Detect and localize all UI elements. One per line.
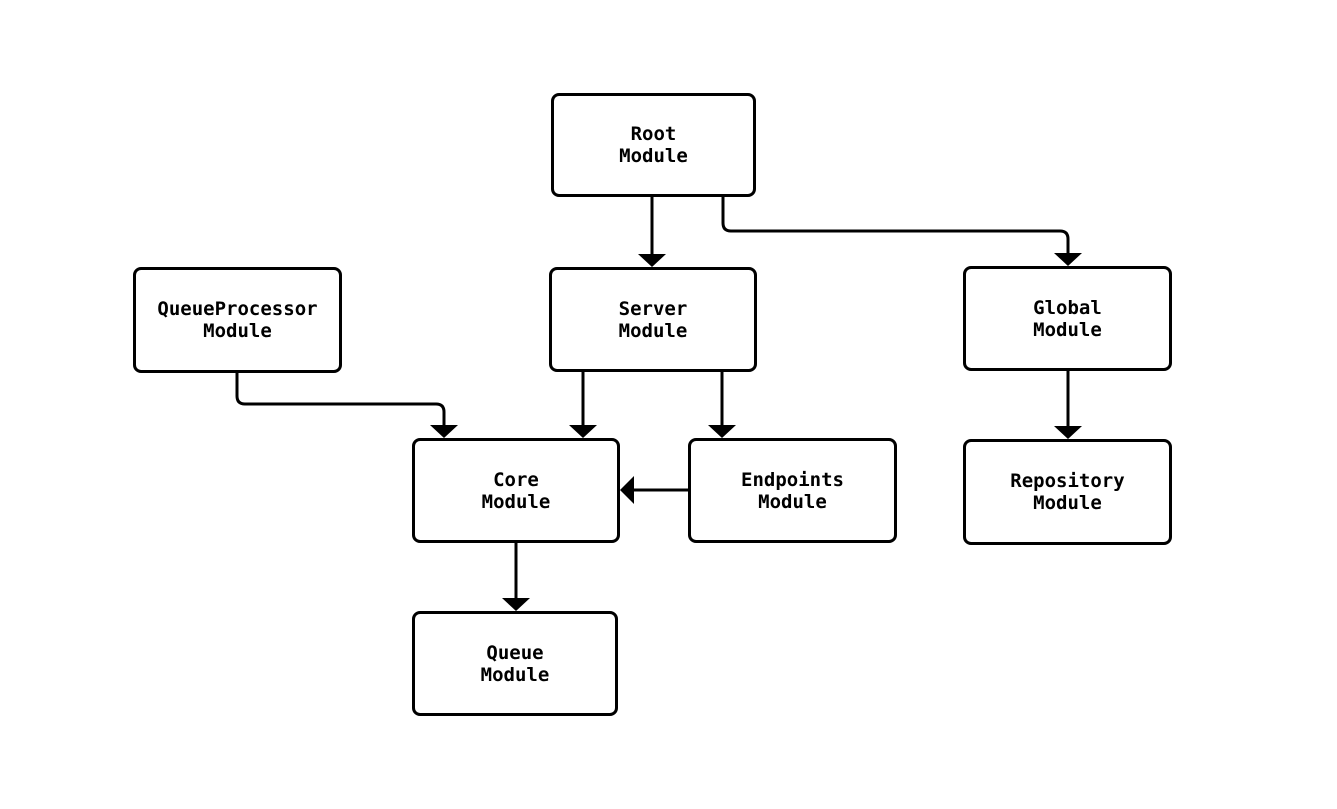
node-label-line2: Module: [203, 320, 272, 342]
arrowhead-down-icon: [638, 254, 666, 267]
arrowhead-down-icon: [1054, 426, 1082, 439]
node-endpoints-module: Endpoints Module: [688, 438, 897, 543]
node-label-line2: Module: [1033, 492, 1102, 514]
node-global-module: Global Module: [963, 266, 1172, 371]
arrowhead-down-icon: [502, 598, 530, 611]
node-label-line2: Module: [481, 490, 551, 513]
node-label-line2: Module: [758, 490, 827, 513]
arrowhead-left-icon: [620, 476, 634, 504]
arrowhead-down-icon: [1054, 253, 1082, 266]
node-repository-module: Repository Module: [963, 439, 1172, 545]
edge-server-module-to-endpoints-module: [708, 372, 736, 438]
arrowhead-down-icon: [708, 425, 736, 438]
edge-root-module-to-server-module: [638, 197, 666, 267]
edge-root-module-to-global-module: [721, 197, 1082, 266]
node-label-line2: Module: [618, 319, 688, 342]
node-label-line1: Endpoints: [741, 468, 844, 491]
arrowhead-down-icon: [569, 425, 597, 438]
node-core-module: Core Module: [412, 438, 620, 543]
edge-global-module-to-repository-module: [1054, 371, 1082, 439]
edge-queueprocessor-module-to-core-module: [235, 373, 458, 438]
node-label-line1: Server: [618, 297, 688, 320]
node-label-line1: Repository: [1010, 470, 1125, 492]
arrowhead-down-icon: [430, 425, 458, 438]
node-label-line2: Module: [1033, 318, 1102, 341]
edge-core-module-to-queue-module: [502, 543, 530, 611]
node-root-module: Root Module: [551, 93, 756, 197]
node-label-line1: Global: [1033, 296, 1102, 319]
node-server-module: Server Module: [549, 267, 757, 372]
node-label-line1: Queue: [486, 641, 544, 664]
node-label-line1: Core: [493, 468, 539, 491]
node-queue-module: Queue Module: [412, 611, 618, 716]
node-queueprocessor-module: QueueProcessor Module: [133, 267, 342, 373]
node-label-line1: QueueProcessor: [157, 298, 318, 320]
node-label-line1: Root: [630, 123, 677, 145]
edge-endpoints-module-to-core-module: [620, 476, 688, 504]
node-label-line2: Module: [480, 663, 550, 686]
edge-server-module-to-core-module: [569, 372, 597, 438]
node-label-line2: Module: [619, 145, 688, 167]
